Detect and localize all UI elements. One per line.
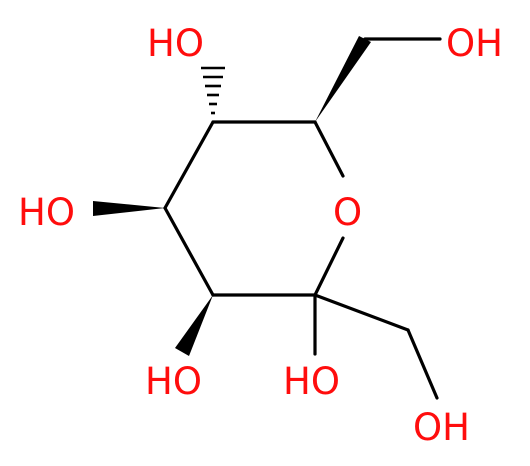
label-oh-bottom-left: HO	[145, 360, 202, 403]
label-oh-top: HO	[147, 22, 204, 65]
label-oh-bottom-right: OH	[413, 406, 470, 449]
atom-labels: HO OH HO O HO HO OH	[18, 22, 503, 449]
ring-bonds	[163, 120, 345, 297]
hash-bond-c5-oh	[201, 66, 225, 115]
label-ring-oxygen: O	[333, 191, 362, 234]
wedge-bond-c4-oh	[93, 201, 165, 216]
bond-o-ring-c2	[313, 236, 345, 297]
bond-c3-c4	[163, 206, 215, 297]
bond-c2-ch2-bottom	[313, 293, 410, 332]
bond-c4-c5	[163, 120, 215, 210]
wedge-bond-c6-ch2	[315, 36, 371, 122]
substituent-bonds	[93, 36, 442, 400]
label-oh-left: HO	[18, 191, 75, 234]
label-oh-anomeric: HO	[283, 360, 340, 403]
wedge-bond-c3-oh	[175, 295, 213, 356]
bond-c6-o-ring	[313, 120, 345, 178]
bond-ch2-oh-bottom	[406, 328, 439, 400]
label-oh-top-right: OH	[446, 22, 503, 65]
